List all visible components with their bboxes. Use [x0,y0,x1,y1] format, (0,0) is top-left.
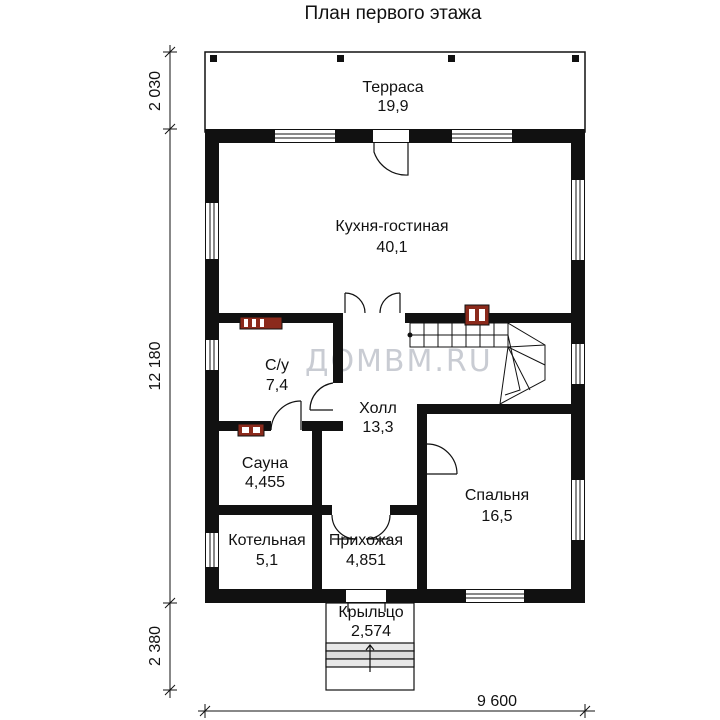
dim-house-width: 9 600 [477,693,517,710]
interior-doors [270,292,458,612]
plan-title: План первого этажа [305,3,482,24]
room-name-porch: Крыльцо [338,604,403,621]
window-bottom-bedroom [466,590,524,602]
room-area-bedroom: 16,5 [481,508,512,525]
stove-wc [239,316,283,330]
stove-sauna [237,423,265,437]
porch-outline [325,602,415,691]
room-area-wc: 7,4 [266,377,288,394]
room-area-sauna: 4,455 [245,474,285,491]
room-area-boiler: 5,1 [256,552,278,569]
room-name-terrace: Терраса [362,79,423,96]
windows [206,130,584,602]
terrace-door [373,130,409,176]
room-area-kitchen: 40,1 [376,239,407,256]
room-name-entry: Прихожая [329,532,403,549]
window-left-kitchen [206,203,218,259]
room-name-sauna: Сауна [242,455,288,472]
window-top-right [452,130,512,142]
room-name-hall: Холл [359,400,397,417]
dim-porch-depth: 2 380 [147,626,164,666]
room-name-kitchen: Кухня-гостиная [335,218,448,235]
room-name-wc: С/у [265,357,289,374]
window-right-bedroom [572,480,584,540]
room-name-bedroom: Спальня [465,487,529,504]
window-right-kitchen [572,180,584,260]
room-area-hall: 13,3 [362,419,393,436]
room-area-entry: 4,851 [346,552,386,569]
window-top-left [275,130,335,142]
dim-terrace-depth: 2 030 [147,71,164,111]
room-area-terrace: 19,9 [377,98,408,115]
room-name-boiler: Котельная [228,532,305,549]
window-left-wc [206,340,218,370]
window-right-hall [572,344,584,384]
window-left-boiler [206,533,218,567]
stove-kitchen [464,304,490,326]
room-labels: Терраса 19,9 Кухня-гостиная 40,1 С/у 7,4… [228,79,529,640]
staircase [407,322,546,405]
dimension-lines [163,45,595,718]
dim-house-depth: 12 180 [147,341,164,390]
room-area-porch: 2,574 [351,623,391,640]
stove-icons [237,304,490,437]
